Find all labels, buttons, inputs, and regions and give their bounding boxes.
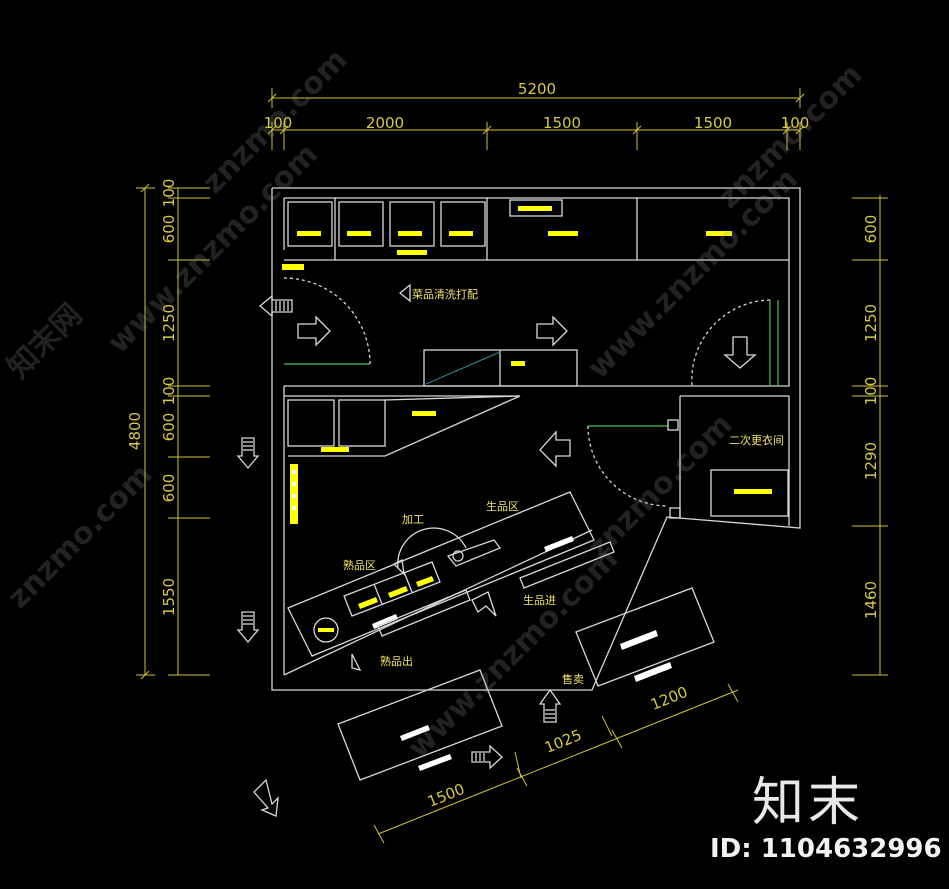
top-dim-5: 100	[781, 114, 810, 132]
arrow-down-icon	[723, 336, 757, 369]
left-dim-1: 100	[160, 179, 178, 208]
flow-arrows: 菜品清洗打配	[236, 283, 757, 817]
top-dim-3: 1500	[543, 114, 581, 132]
watermark-brand: 知末网	[1, 297, 89, 385]
arrow-right-icon	[536, 315, 568, 347]
right-dim-1: 600	[862, 215, 880, 244]
left-dimension-chain: 4800 100 600 1250 100 600 600 1550	[126, 179, 210, 680]
watermark-site: znzmo.com	[1, 457, 160, 616]
watermark-site-www: www.znzmo.com	[401, 542, 625, 766]
right-dim-2: 1250	[862, 304, 880, 342]
top-total-dim: 5200	[518, 80, 556, 98]
left-dim-4: 100	[160, 377, 178, 406]
cooked-zone-label: 熟品区	[343, 558, 376, 572]
top-dim-2: 2000	[366, 114, 404, 132]
cooked-out-label: 熟品出	[380, 654, 413, 668]
entry-arrow-diagonal-icon	[253, 778, 279, 817]
bottom-dim-3: 1200	[648, 683, 690, 714]
right-dim-3: 100	[862, 377, 880, 406]
tap-icon	[446, 539, 502, 567]
prep-counters	[287, 349, 578, 524]
left-dim-2: 600	[160, 215, 178, 244]
processing-label: 加工	[402, 513, 424, 526]
processing-loop-arrow	[397, 527, 467, 569]
entry-arrow-right-icon	[471, 744, 503, 770]
selling-label: 售卖	[562, 672, 584, 686]
left-dim-5: 600	[160, 413, 178, 442]
arrow-right-icon	[297, 315, 331, 347]
wok-icon	[313, 617, 339, 643]
entry-arrow-up-icon	[538, 688, 562, 723]
top-dimension-chain: 5200 100 2000 1500 1500 100	[264, 80, 810, 150]
entry-arrow-left-icon	[258, 294, 293, 318]
right-dimension-chain: 600 1250 100 1290 1460	[852, 195, 888, 676]
exit-arrow-down-icon	[236, 611, 260, 644]
selling-counter-right	[575, 587, 715, 687]
raw-zone-label: 生品区	[486, 499, 519, 513]
left-total-dim: 4800	[126, 412, 144, 450]
drawing-id: ID: 1104632996	[710, 834, 942, 864]
sink-row-top	[282, 199, 732, 270]
raw-in-label: 生品进	[523, 593, 556, 607]
left-dim-3: 1250	[160, 304, 178, 342]
top-dim-1: 100	[264, 114, 293, 132]
top-dim-4: 1500	[694, 114, 732, 132]
left-dim-6: 600	[160, 474, 178, 503]
brand-logo: 知末	[752, 773, 865, 833]
arrow-left-icon	[539, 430, 571, 468]
bottom-dim-2: 1025	[542, 726, 584, 757]
watermark-site: znzmo.com	[581, 407, 740, 566]
selling-counters: 售卖	[337, 587, 715, 781]
changing-room-label: 二次更衣间	[729, 433, 784, 447]
selling-counter-left	[337, 669, 503, 781]
doors	[283, 277, 779, 519]
right-dim-5: 1460	[862, 581, 880, 619]
changing-room: 二次更衣间	[710, 433, 789, 517]
veg-wash-label: 菜品清洗打配	[412, 287, 478, 301]
left-dim-7: 1550	[160, 578, 178, 616]
watermark-layer: znzmo.com www.znzmo.com 知末网 znzmo.com ww…	[1, 42, 870, 766]
processing-area: 加工 生品区 熟品区 生品进 熟品出	[287, 491, 615, 671]
watermark-site-www: www.znzmo.com	[581, 162, 805, 386]
exit-arrow-down-icon	[236, 437, 260, 470]
right-dim-4: 1290	[862, 442, 880, 480]
